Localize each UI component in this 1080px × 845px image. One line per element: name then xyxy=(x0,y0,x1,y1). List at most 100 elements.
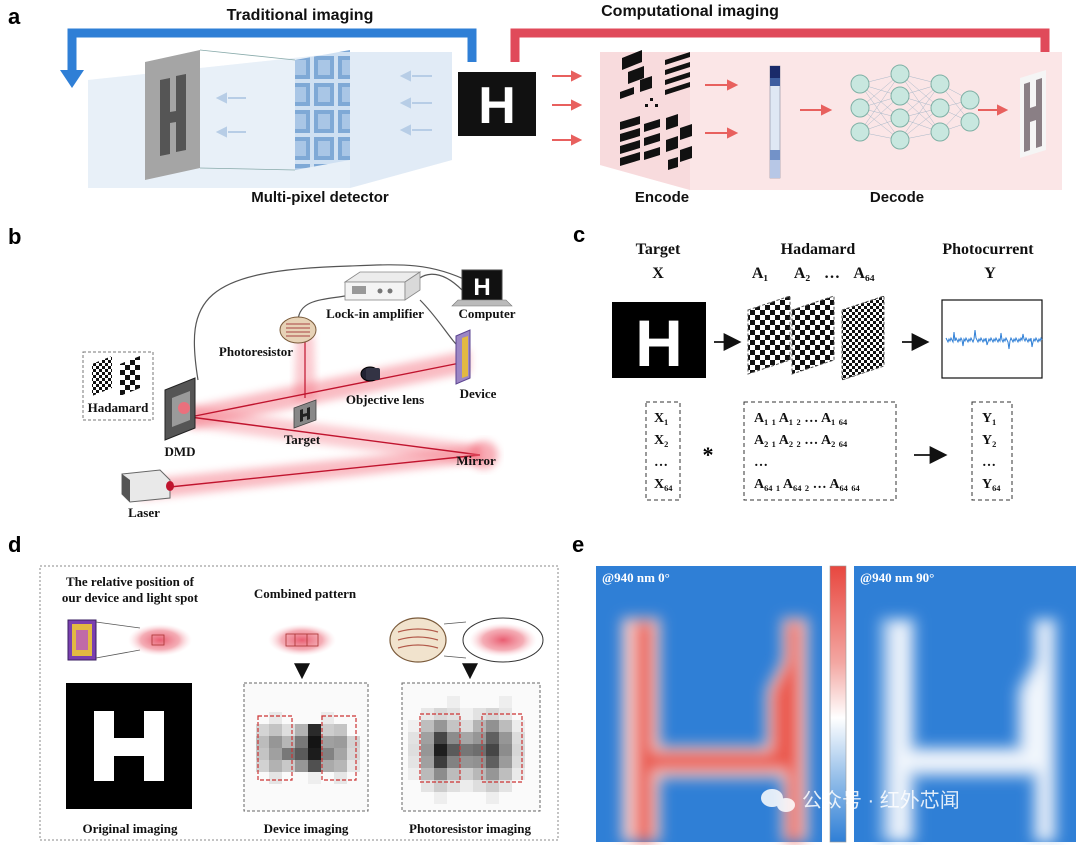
grid-cell xyxy=(486,732,499,744)
matrix-row-4: A₆₄ ₁ A₆₄ ₂ … A₆₄ ₆₄ xyxy=(754,477,861,492)
panel-a-label: a xyxy=(8,4,21,29)
lockin-label: Lock-in amplifier xyxy=(326,306,424,321)
laser-label: Laser xyxy=(128,505,160,520)
matrix-row-3: … xyxy=(754,455,768,470)
grid-cell xyxy=(512,732,525,744)
grid-cell xyxy=(421,720,434,732)
grid-cell xyxy=(269,772,282,784)
nn-node xyxy=(960,90,980,110)
grid-cell xyxy=(421,768,434,780)
a-matrix: A₁ ₁ A₁ ₂ … A₁ ₆₄ A₂ ₁ A₂ ₂ … A₂ ₆₄ … A₆… xyxy=(743,401,897,501)
grid-cell xyxy=(421,732,434,744)
photoresistor-imaging-grid xyxy=(401,682,541,812)
grid-cell xyxy=(408,720,421,732)
panel-c: c Target Hadamard Photocurrent X A₁ A₂ …… xyxy=(573,222,1043,501)
objective-lens xyxy=(360,366,380,382)
grid-cell xyxy=(499,720,512,732)
nn-node xyxy=(890,108,910,128)
nn-node xyxy=(890,130,910,150)
grid-cell xyxy=(512,720,525,732)
decode-network xyxy=(850,64,980,150)
detector-label: Multi-pixel detector xyxy=(251,189,389,206)
grid-cell xyxy=(347,736,360,748)
grid-cell xyxy=(460,708,473,720)
grid-cell xyxy=(308,736,321,748)
grid-cell xyxy=(434,756,447,768)
grid-cell xyxy=(447,696,460,708)
grid-cell xyxy=(408,744,421,756)
hadamard-seq-64: A₆₄ xyxy=(853,265,874,282)
computational-title: Computational imaging xyxy=(601,3,779,20)
grid-cell xyxy=(321,724,334,736)
nn-edge xyxy=(859,83,901,141)
panel-a: a Traditional imaging Computational imag… xyxy=(8,3,1062,206)
grid-cell xyxy=(434,792,447,804)
grid-cell xyxy=(473,756,486,768)
caption-photoresistor: Photoresistor imaging xyxy=(409,821,531,836)
nn-node xyxy=(890,64,910,84)
nn-node xyxy=(960,112,980,132)
panel-d-label: d xyxy=(8,532,21,557)
y-vector: Y₁ Y₂ … Y₆₄ xyxy=(971,401,1013,501)
nn-edge xyxy=(899,83,941,141)
grid-cell xyxy=(282,724,295,736)
dmd-label: DMD xyxy=(164,444,195,459)
grid-cell xyxy=(421,756,434,768)
grid-cell xyxy=(486,708,499,720)
y-item-64: Y₆₄ xyxy=(982,477,1001,492)
x-item-2: X₂ xyxy=(654,433,668,448)
grid-cell xyxy=(408,768,421,780)
nn-node xyxy=(930,98,950,118)
grid-cell xyxy=(408,756,421,768)
grid-cell xyxy=(512,744,525,756)
grid-cell xyxy=(460,720,473,732)
target-label-b: Target xyxy=(284,432,321,447)
device-label: Device xyxy=(460,386,497,401)
grid-cell xyxy=(269,736,282,748)
device-chip-d xyxy=(67,619,192,661)
grid-cell xyxy=(499,768,512,780)
caption-original: Original imaging xyxy=(83,821,178,836)
target-letter-c: H xyxy=(635,306,683,380)
grid-cell xyxy=(308,724,321,736)
grid-cell xyxy=(473,720,486,732)
grid-cell xyxy=(460,768,473,780)
hadamard-label-b: Hadamard xyxy=(88,400,149,415)
relative-title-1: The relative position of xyxy=(66,574,195,589)
laser xyxy=(121,469,174,503)
header-hadamard: Hadamard xyxy=(781,241,856,258)
nn-node xyxy=(930,122,950,142)
device-b xyxy=(455,329,471,385)
mirror-label: Mirror xyxy=(456,453,496,468)
grid-cell xyxy=(512,756,525,768)
grid-cell xyxy=(460,756,473,768)
device-imaging-grid xyxy=(243,682,369,812)
grid-cell xyxy=(434,720,447,732)
grid-cell xyxy=(499,744,512,756)
photocurrent-symbol: Y xyxy=(984,265,996,282)
panel-e-label: e xyxy=(572,532,584,557)
grid-cell xyxy=(282,748,295,760)
nn-node xyxy=(850,98,870,118)
computer: H xyxy=(451,269,513,307)
combined-spot-device xyxy=(268,624,336,680)
objective-label: Objective lens xyxy=(346,392,424,407)
grid-cell xyxy=(308,748,321,760)
relative-title-2: our device and light spot xyxy=(62,590,199,605)
combined-title: Combined pattern xyxy=(254,586,357,601)
nn-node xyxy=(850,74,870,94)
nn-node xyxy=(930,74,950,94)
grid-cell xyxy=(473,780,486,792)
grid-cell xyxy=(499,708,512,720)
grid-cell xyxy=(308,760,321,772)
nn-node xyxy=(890,86,910,106)
grid-cell xyxy=(321,712,334,724)
grid-cell xyxy=(408,732,421,744)
grid-cell xyxy=(282,736,295,748)
grid-cell xyxy=(295,724,308,736)
grid-cell xyxy=(334,748,347,760)
grid-cell xyxy=(486,756,499,768)
panel-e: e @940 nm 0° @940 nm 90° 公众号 · 红外芯闻 xyxy=(572,532,1076,843)
y-item-1: Y₁ xyxy=(982,411,996,426)
grid-cell xyxy=(334,772,347,784)
